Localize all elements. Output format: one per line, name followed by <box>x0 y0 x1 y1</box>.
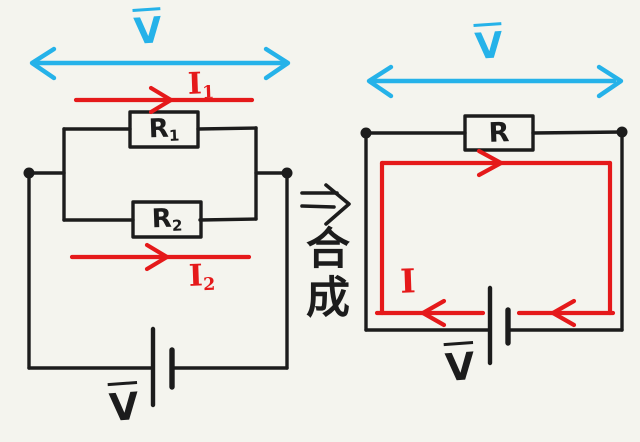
resistor-r1-label: R1 <box>148 113 180 145</box>
left-battery-voltage-label: V <box>107 384 141 430</box>
right-battery <box>487 285 511 366</box>
current-i1-arrowhead <box>148 85 174 115</box>
resistor-r1-box <box>128 110 200 149</box>
right-voltage-span-arrow <box>366 64 624 99</box>
current-i1-subscript: 1 <box>201 82 215 104</box>
voltage-arrowhead-left <box>29 46 57 81</box>
left-circuit <box>23 110 293 408</box>
loop-arrowhead-bottom-right <box>550 298 577 328</box>
current-i2-subscript: 2 <box>202 274 216 296</box>
left-voltage-span-arrow <box>29 46 291 81</box>
current-i1-arrow <box>73 85 255 115</box>
voltage-arrowhead-right <box>596 64 624 99</box>
current-loop-arrow <box>374 148 616 328</box>
voltage-arrowhead-right <box>263 46 291 81</box>
current-i1-base: I <box>187 66 203 102</box>
resistor-r1-subscript: 1 <box>168 126 180 145</box>
current-i2-base: I <box>188 258 204 294</box>
implies-arrow-icon: ⇒ <box>300 183 351 226</box>
current-i-label: I <box>399 261 417 301</box>
resistor-r-label: R <box>488 117 510 149</box>
resistor-r2-subscript: 2 <box>171 216 183 235</box>
junction-dot-right <box>281 167 293 179</box>
loop-arrowhead-top <box>476 148 504 178</box>
loop-arrowhead-bottom-left <box>420 298 447 328</box>
implies-arrowhead <box>324 183 351 226</box>
right-voltage-label: V <box>473 25 505 68</box>
current-i2-arrow <box>69 242 252 272</box>
wire-top-right <box>531 130 624 135</box>
left-battery <box>150 326 175 408</box>
current-i2-label: I2 <box>188 258 216 296</box>
junction-dot-left <box>23 167 35 179</box>
wire-top-branch-right <box>196 126 258 131</box>
resistor-r2-base: R <box>151 203 173 235</box>
resistor-r1-base: R <box>148 113 170 145</box>
current-i2-arrowhead <box>144 242 170 272</box>
junction-dot-left <box>360 127 372 139</box>
resistor-r-box <box>463 114 535 152</box>
implies-arrow-bottom-line <box>300 204 336 209</box>
junction-dot-right <box>616 126 628 138</box>
wire-bottom-branch-right <box>198 217 258 222</box>
resistor-r2-label: R2 <box>151 203 183 235</box>
voltage-arrowhead-left <box>366 64 394 99</box>
resistor-r2-box <box>131 200 203 239</box>
right-battery-voltage-label: V <box>443 344 477 390</box>
left-voltage-label: V <box>132 10 164 53</box>
current-i1-label: I1 <box>187 66 215 104</box>
right-circuit <box>360 114 628 366</box>
transition-label: 合成 <box>298 225 349 323</box>
